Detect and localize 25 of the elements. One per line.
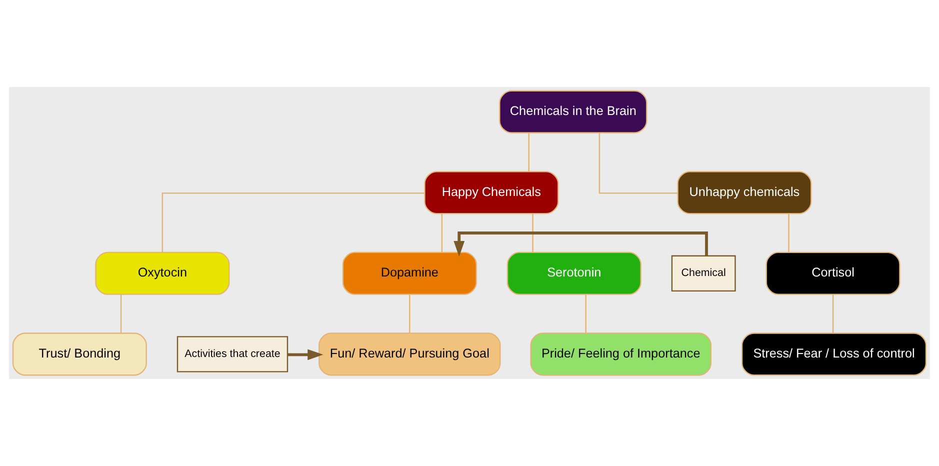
connector (598, 132, 678, 194)
connector (585, 294, 586, 334)
node-box: Activities that create (176, 336, 288, 372)
node-box: Serotonin (506, 252, 642, 295)
connector (120, 294, 122, 334)
node-box: Oxytocin (95, 252, 230, 295)
arrow (288, 349, 324, 360)
connector (832, 294, 834, 334)
connector (441, 214, 443, 252)
node-box: Chemicals in the Brain (499, 90, 648, 134)
node-box: Fun/ Reward/ Pursuing Goal (318, 332, 501, 376)
connector (788, 214, 790, 252)
node-box: Cortisol (766, 252, 900, 295)
node-box: Pride/ Feeling of Importance (530, 332, 712, 376)
node-box: Stress/ Fear / Loss of control (741, 332, 927, 376)
node-box: Chemical (671, 255, 736, 292)
node-box: Trust/ Bonding (12, 332, 147, 376)
connector (528, 133, 530, 172)
node-box: Happy Chemicals (424, 171, 559, 214)
node-box: Unhappy chemicals (677, 171, 812, 214)
connector (162, 192, 424, 252)
connector (532, 214, 534, 252)
arrow (454, 232, 708, 257)
connector (409, 294, 410, 334)
node-box: Dopamine (342, 252, 477, 295)
